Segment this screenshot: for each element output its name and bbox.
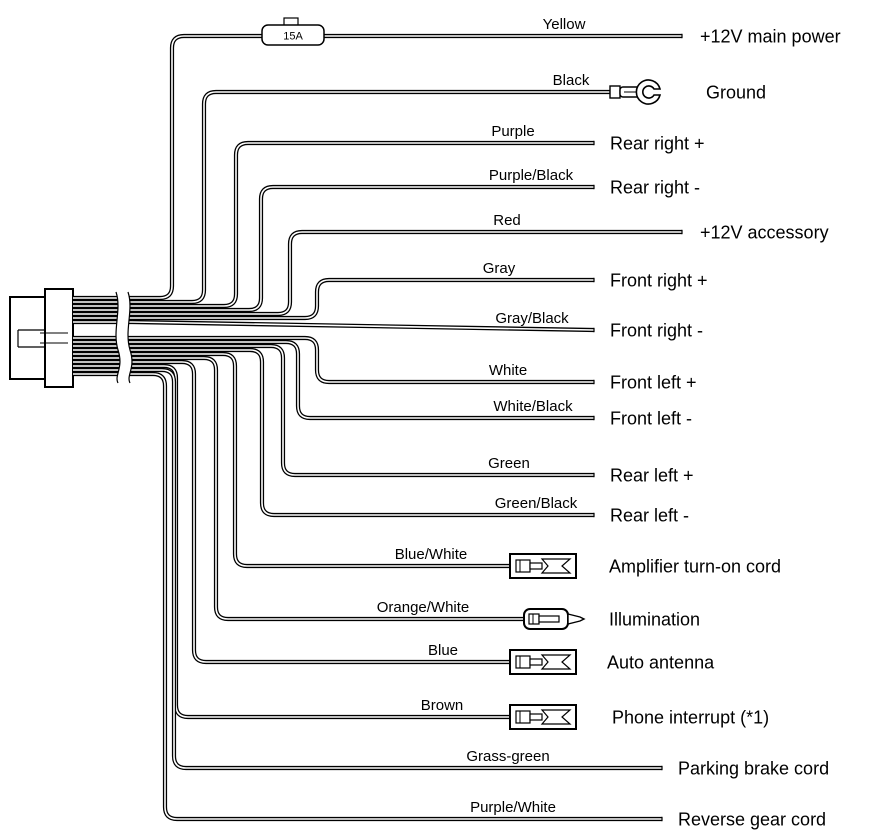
wire-color-label: Purple/Black [489,167,574,184]
wire-color-label: Black [553,72,590,89]
wire-gray [132,277,594,321]
wire-color-label: Blue/White [395,546,468,563]
female-connector-icon [509,649,577,675]
wire-color-label: Gray [483,260,516,277]
wire-color-label: Yellow [543,16,586,33]
wire-color-label: Blue [428,642,458,659]
wire-destination-label: Front right - [610,321,703,341]
female-connector-icon [509,704,577,730]
wires-layer [131,33,683,822]
wire-destination-label: Rear right - [610,178,700,198]
wire-black [132,89,610,305]
wire-destination-label: +12V accessory [700,223,829,243]
wire-destination-label: Parking brake cord [678,759,829,779]
wire-orange-white [132,355,524,622]
wire-green [132,343,594,478]
bundle-break-mark [115,291,133,384]
wire-purple-black [132,184,594,313]
wire-purple [132,140,594,309]
wire-grass-green [132,367,662,771]
wire-green-black [132,347,594,518]
wire-color-label: Orange/White [377,599,470,616]
wire-color-label: Purple [491,123,534,140]
wire-destination-label: Auto antenna [607,653,715,673]
fuse-label: 15A [283,31,303,43]
bullet-connector-icon [523,608,586,630]
wire-blue-white [132,351,510,569]
wire-destination-label: Rear right + [610,134,705,154]
wire-destination-label: Front right + [610,271,708,291]
wire-destination-label: Illumination [609,610,700,630]
fuse-15a: 15A [261,17,325,46]
wire-destination-label: Front left + [610,373,697,393]
labels-layer: Yellow +12V main powerBlackGroundPurpleRe… [377,16,841,830]
wire-color-label: Grass-green [466,748,549,765]
wire-blue [132,359,510,665]
wire-destination-label: +12V main power [700,27,841,47]
female-connector-icon [509,553,577,579]
wire-color-label: Green [488,455,530,472]
wire-white [132,335,594,385]
wire-color-label: Gray/Black [495,310,569,327]
wire-purple-white [132,371,662,822]
harness-connector [9,288,74,388]
wire-red [132,229,682,317]
terminals-layer [509,79,662,730]
wire-color-label: Green/Black [495,495,578,512]
wire-destination-label: Rear left - [610,506,689,526]
wire-yellow [132,33,682,301]
wire-destination-label: Ground [706,83,766,103]
wire-color-label: Purple/White [470,799,556,816]
wire-destination-label: Amplifier turn-on cord [609,557,781,577]
wire-destination-label: Front left - [610,409,692,429]
wire-destination-label: Rear left + [610,466,694,486]
wire-destination-label: Phone interrupt (*1) [612,708,769,728]
wire-color-label: White [489,362,527,379]
wire-color-label: Red [493,212,521,229]
wire-color-label: Brown [421,697,464,714]
wire-color-label: White/Black [493,398,573,415]
wire-white-black [132,339,594,421]
wire-gray-black [131,319,595,333]
ring-terminal-icon [609,79,662,105]
wire-destination-label: Reverse gear cord [678,810,826,830]
